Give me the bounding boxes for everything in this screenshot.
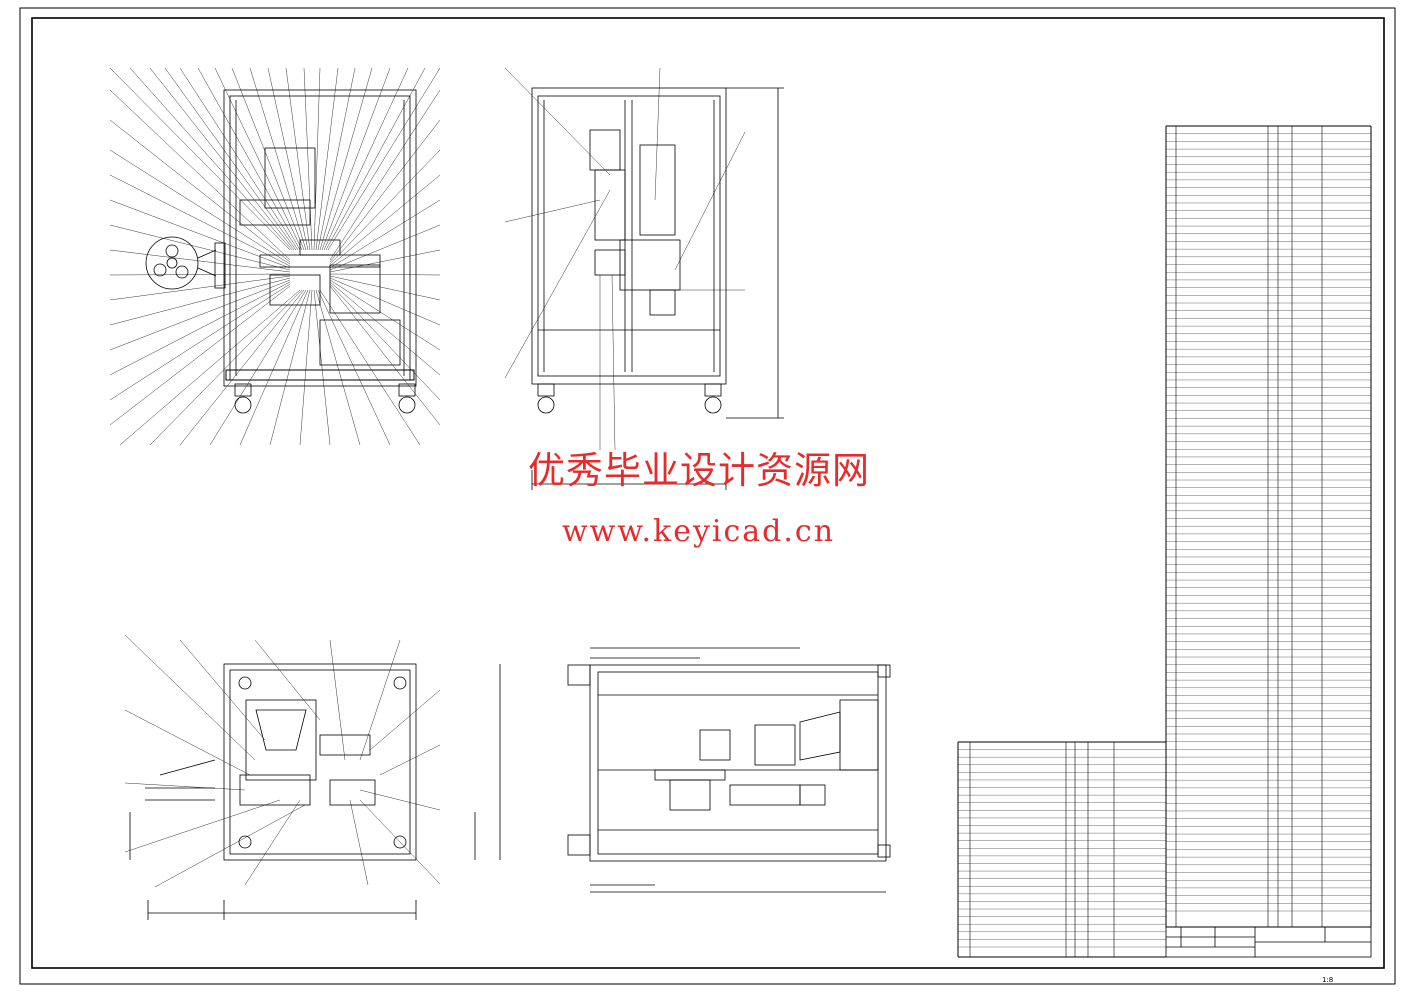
section-view xyxy=(567,647,891,893)
side-view xyxy=(531,87,784,490)
outer-frame xyxy=(19,7,1396,985)
watermark-chinese: 优秀毕业设计资源网 xyxy=(528,449,870,492)
inner-frame xyxy=(31,17,1385,969)
top-view xyxy=(129,663,501,920)
bottom-parts-table xyxy=(957,741,1166,958)
front-view-leaders xyxy=(109,67,441,446)
side-view-leaders xyxy=(504,67,746,451)
scale-label: 1:8 xyxy=(1322,976,1334,984)
top-view-leaders xyxy=(124,634,441,888)
bom-table xyxy=(1165,125,1372,928)
watermark-url[interactable]: www.keyicad.cn xyxy=(562,514,836,549)
title-block xyxy=(1165,926,1372,958)
